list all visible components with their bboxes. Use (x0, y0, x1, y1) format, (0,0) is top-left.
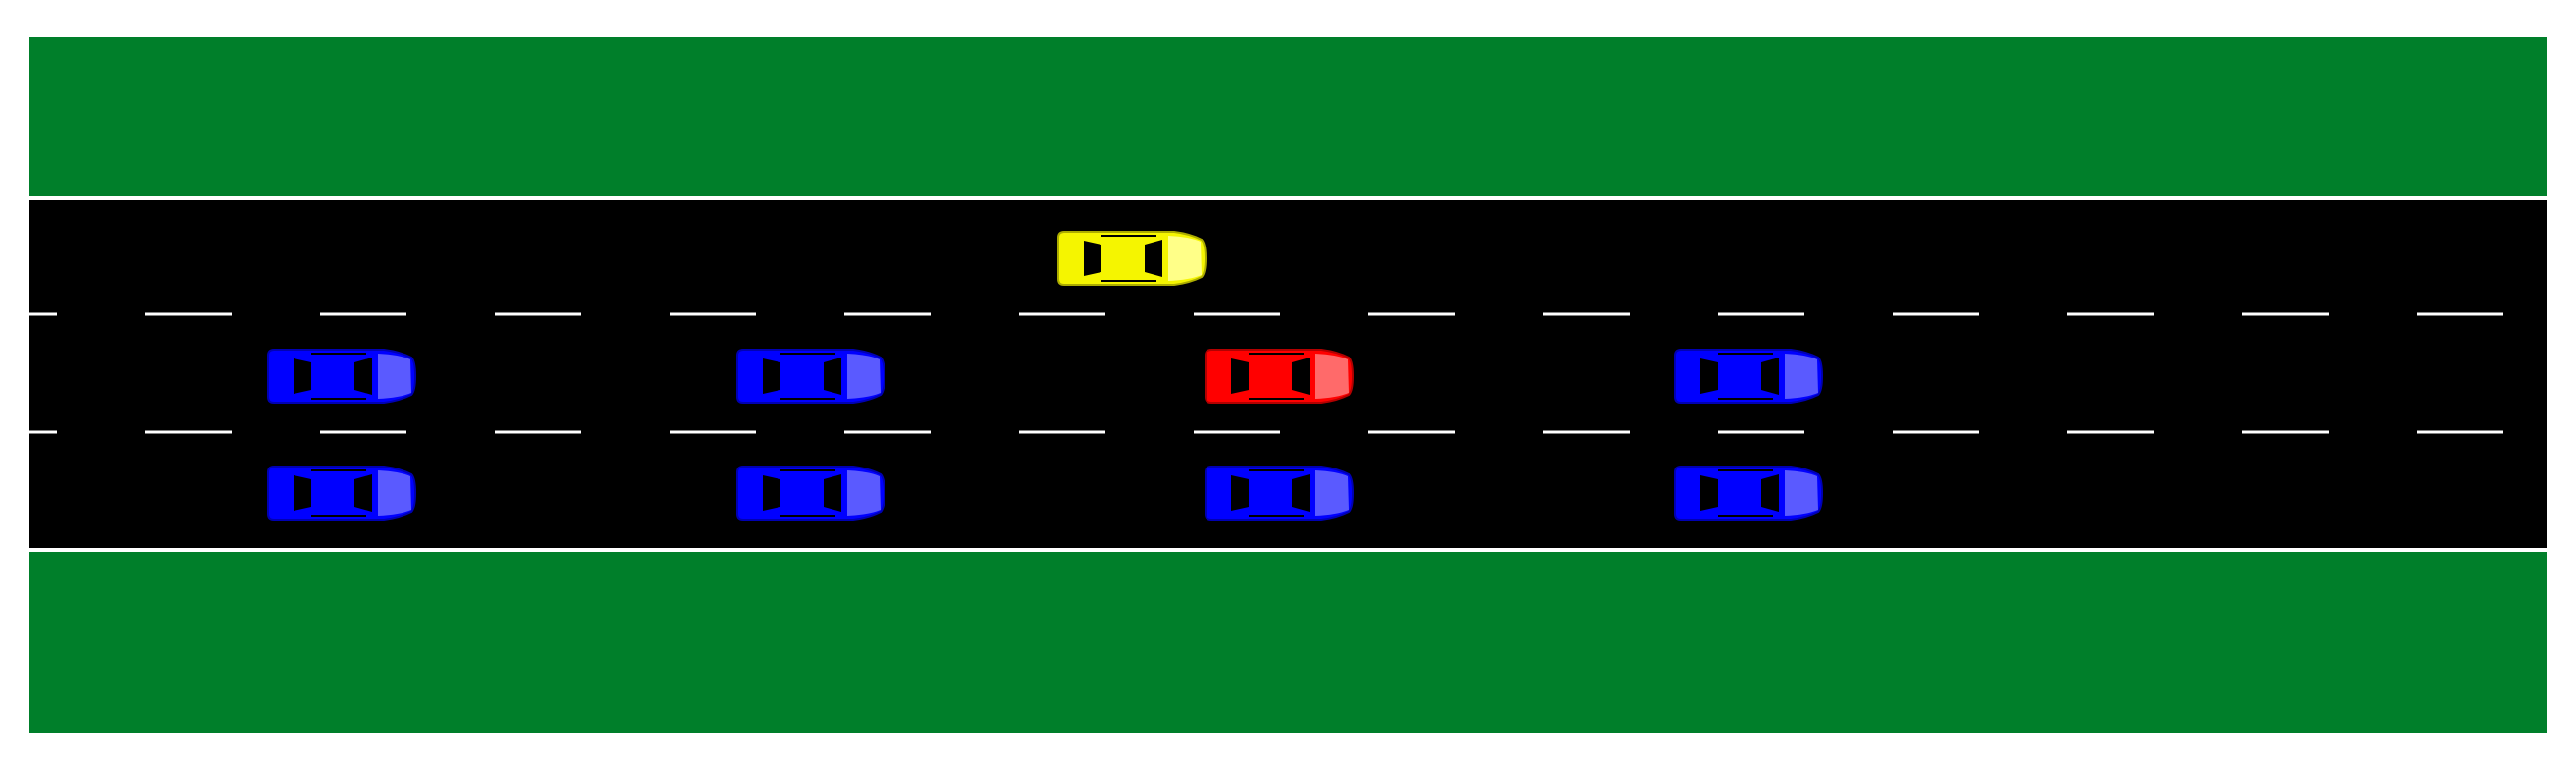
blue-car-1-front (378, 354, 411, 399)
grass-top (29, 37, 2547, 198)
lane-dividers (29, 312, 2503, 434)
blue-car-3-rear-window (1700, 358, 1718, 394)
red-car-rear-window (1231, 358, 1249, 394)
blue-car-7-windshield (1761, 474, 1779, 512)
blue-car-3-windshield (1761, 358, 1779, 395)
blue-car-2-front (847, 354, 881, 399)
blue-car-2 (736, 349, 886, 404)
blue-car-6-front (1315, 470, 1349, 516)
blue-car-3 (1674, 349, 1824, 404)
blue-car-4-windshield (354, 474, 372, 512)
blue-car-5 (736, 466, 886, 521)
red-car (1205, 349, 1355, 404)
blue-car-7-front (1785, 470, 1818, 516)
blue-car-4 (267, 466, 417, 521)
yellow-car (1057, 231, 1208, 286)
blue-car-1-windshield (354, 358, 372, 395)
blue-car-4-front (378, 470, 411, 516)
blue-car-6 (1205, 466, 1355, 521)
yellow-car-rear-window (1084, 241, 1101, 276)
red-car-front (1315, 354, 1349, 399)
blue-car-5-front (847, 470, 881, 516)
blue-car-4-rear-window (294, 475, 311, 511)
grass-bottom (29, 550, 2547, 733)
blue-car-6-windshield (1292, 474, 1310, 512)
blue-car-1 (267, 349, 417, 404)
blue-car-7-rear-window (1700, 475, 1718, 511)
yellow-car-windshield (1145, 240, 1162, 277)
blue-car-2-windshield (824, 358, 841, 395)
blue-car-1-rear-window (294, 358, 311, 394)
blue-car-6-rear-window (1231, 475, 1249, 511)
blue-car-7 (1674, 466, 1824, 521)
red-car-windshield (1292, 358, 1310, 395)
blue-car-3-front (1785, 354, 1818, 399)
blue-car-5-windshield (824, 474, 841, 512)
yellow-car-front (1168, 236, 1202, 281)
blue-car-2-rear-window (763, 358, 780, 394)
vehicles (267, 231, 1824, 521)
blue-car-5-rear-window (763, 475, 780, 511)
